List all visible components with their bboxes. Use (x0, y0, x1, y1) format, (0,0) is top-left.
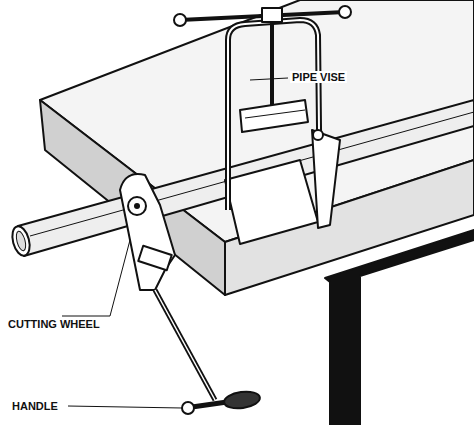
vise-jaw (240, 100, 308, 132)
leader-line (68, 406, 182, 408)
handle-grip (223, 390, 261, 411)
handle-ball (174, 14, 186, 26)
part-label: PIPE VISE (290, 71, 347, 83)
pipe-bore (15, 230, 28, 251)
part-label: HANDLE (10, 400, 60, 412)
pipe-end (9, 224, 32, 257)
cutter-rod (155, 290, 215, 400)
pipe (18, 100, 474, 256)
part-label: CUTTING WHEEL (6, 318, 102, 330)
cutting-wheel (128, 197, 146, 215)
bench-leg (325, 230, 474, 425)
roller (138, 246, 171, 270)
screw-block (262, 8, 282, 22)
vise-base (225, 160, 318, 244)
vise-latch (312, 130, 340, 228)
handle-ball (339, 6, 351, 18)
leader-line (250, 78, 288, 80)
vise-screw (270, 14, 274, 110)
pipe-cutter (120, 174, 175, 290)
leader-line (62, 240, 130, 316)
